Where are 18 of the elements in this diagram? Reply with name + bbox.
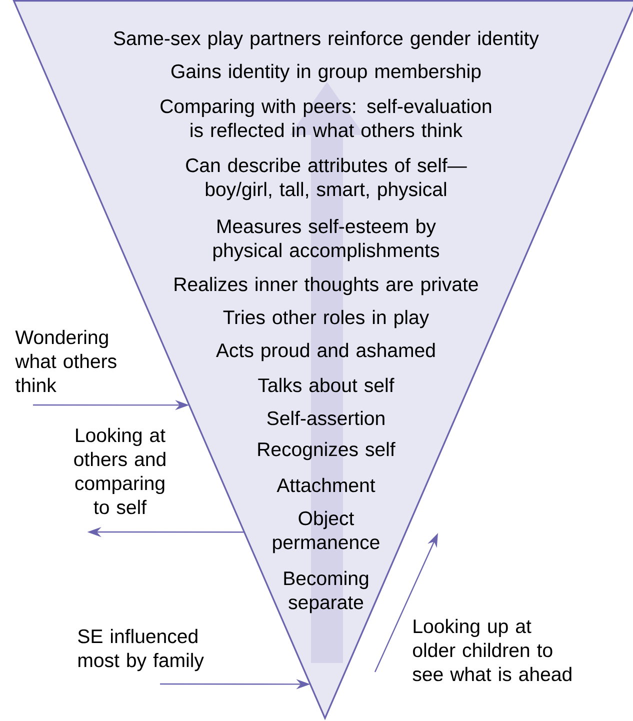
stage-text: Gains identity in group membership	[171, 64, 481, 82]
stage-text: Can describe attributes of self— boy/girl, tall, smart, physical	[186, 158, 467, 200]
stage-text: Acts proud and ashamed	[216, 342, 435, 362]
side-note: Looking up at older children to see what is ahead	[412, 618, 572, 682]
stage-text: Realizes inner thoughts are private	[174, 276, 478, 296]
stage-text: Comparing with peers: self-evaluation is reflected in what others think	[160, 98, 492, 138]
stage-text: Becoming separate	[284, 570, 368, 614]
stage-text: Self-assertion	[267, 410, 384, 426]
stage-text: Measures self-esteem by physical accomplishments	[213, 218, 440, 262]
stage-text: Tries other roles in play	[223, 310, 430, 328]
stage-text: Same-sex play partners reinforce gender identity	[114, 30, 539, 50]
stage-text: Attachment	[276, 478, 376, 492]
stage-text: Object permanence	[273, 510, 380, 554]
side-note: Looking at others and comparing to self	[74, 428, 166, 514]
side-note: Wondering what others think	[15, 330, 116, 392]
side-note: SE influenced most by family	[78, 628, 204, 672]
stage-text: Talks about self	[258, 378, 394, 392]
stage-text: Recognizes self	[258, 442, 396, 460]
